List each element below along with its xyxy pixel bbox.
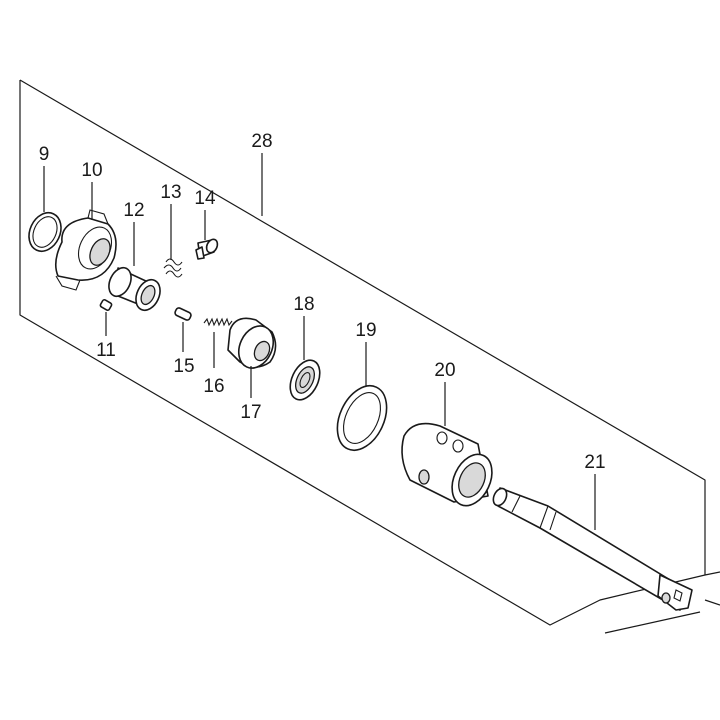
- callout-14: 14: [194, 188, 216, 209]
- callout-12: 12: [123, 200, 144, 221]
- boundary-tail-line-3: [604, 611, 701, 634]
- boundary-tail-line: [704, 571, 720, 576]
- part-18-seal: [289, 359, 321, 401]
- callout-9: 9: [39, 144, 50, 165]
- part-20-hammer-case: [401, 422, 493, 507]
- part-10-clutch-housing: [54, 209, 117, 291]
- callout-18: 18: [293, 294, 314, 315]
- part-12-bushing: [108, 266, 161, 312]
- callout-15: 15: [173, 356, 194, 377]
- part-16-spring: [203, 317, 233, 327]
- part-21-spindle: [492, 487, 693, 611]
- part-14-stud: [195, 238, 219, 260]
- callout-28: 28: [251, 131, 272, 152]
- callout-21: 21: [584, 452, 605, 473]
- callout-17: 17: [240, 402, 261, 423]
- callout-16: 16: [203, 376, 224, 397]
- callout-13: 13: [160, 182, 181, 203]
- callout-11: 11: [96, 340, 116, 361]
- part-11-pin: [99, 298, 113, 312]
- boundary-tail-line-2: [704, 599, 720, 606]
- callout-19: 19: [355, 320, 376, 341]
- part-9-o-ring: [28, 211, 62, 253]
- part-15-key: [174, 307, 192, 321]
- assembly-boundary-outline: [19, 79, 706, 626]
- part-13-spring: [163, 258, 183, 278]
- callout-20: 20: [434, 360, 455, 381]
- callout-10: 10: [81, 160, 102, 181]
- part-19-large-o-ring: [336, 385, 388, 451]
- part-17-cam-ring: [227, 317, 277, 369]
